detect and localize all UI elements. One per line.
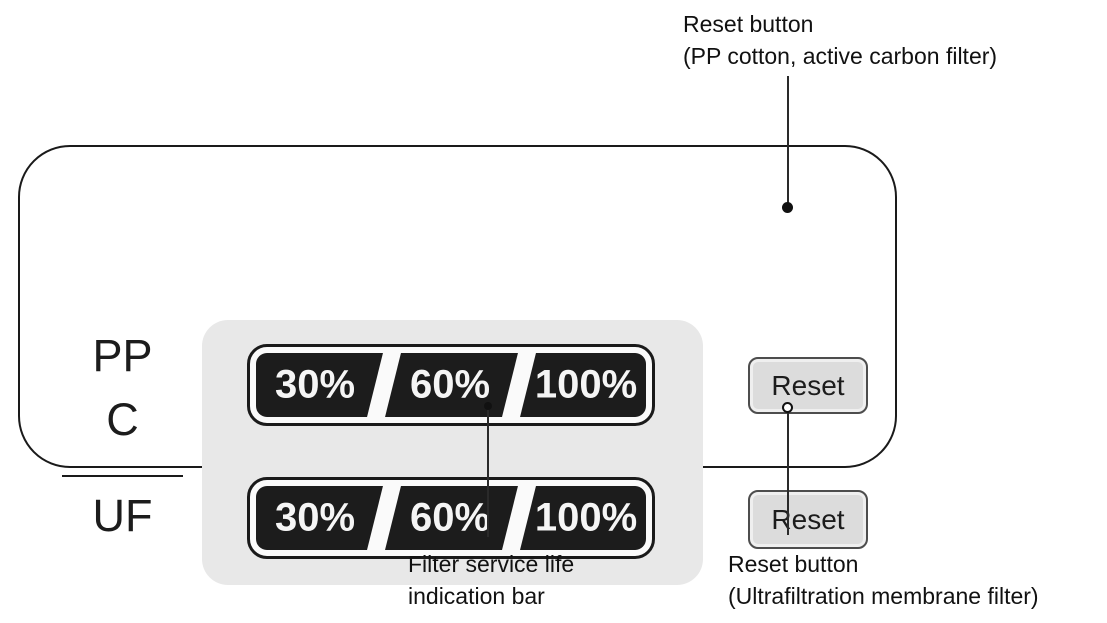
uf-life-bar-track: 30% 60% 100% bbox=[256, 486, 646, 550]
annotation-reset-uf: Reset button (Ultrafiltration membrane f… bbox=[728, 548, 1039, 612]
annotation-life-bar: Filter service life indication bar bbox=[408, 548, 574, 612]
pp-c-life-bar-track: 30% 60% 100% bbox=[256, 353, 646, 417]
uf-life-indication-bar: 30% 60% 100% bbox=[247, 477, 655, 559]
uf-segment-100: 100% bbox=[534, 495, 638, 540]
annotation-line: Reset button bbox=[683, 11, 814, 37]
control-panel: PP C UF 30% 60% 100% 30% 60% 100% bbox=[18, 145, 897, 585]
reset-button-pp-c[interactable]: Reset bbox=[748, 357, 868, 414]
leader-dot-top bbox=[782, 202, 793, 213]
uf-segment-60: 60% bbox=[409, 495, 491, 540]
pp-c-segment-30: 30% bbox=[274, 362, 356, 407]
annotation-line: Filter service life bbox=[408, 551, 575, 577]
segment-divider-icon bbox=[365, 486, 403, 550]
leader-dot-bottom-left bbox=[484, 402, 492, 410]
leader-line-bottom-right bbox=[787, 411, 789, 535]
pp-c-life-indication-bar: 30% 60% 100% bbox=[247, 344, 655, 426]
annotation-line: indication bar bbox=[408, 583, 545, 609]
segment-divider-icon bbox=[500, 353, 538, 417]
segment-divider-icon bbox=[365, 353, 403, 417]
annotation-reset-pp-c: Reset button (PP cotton, active carbon f… bbox=[683, 8, 997, 72]
leader-line-top bbox=[787, 76, 789, 208]
annotation-line: Reset button bbox=[728, 551, 859, 577]
uf-segment-30: 30% bbox=[274, 495, 356, 540]
filter-label-divider bbox=[62, 475, 183, 477]
annotation-line: (Ultrafiltration membrane filter) bbox=[728, 583, 1039, 609]
filter-label-uf: UF bbox=[92, 490, 153, 541]
pp-c-segment-60: 60% bbox=[409, 362, 491, 407]
leader-line-bottom-left bbox=[487, 406, 489, 537]
pp-c-segment-100: 100% bbox=[534, 362, 638, 407]
filter-label-c: C bbox=[106, 394, 139, 445]
reset-button-uf[interactable]: Reset bbox=[748, 490, 868, 549]
annotation-line: (PP cotton, active carbon filter) bbox=[683, 43, 998, 69]
leader-ring-bottom-right bbox=[782, 402, 793, 413]
filter-label-pp: PP bbox=[92, 330, 153, 381]
segment-divider-icon bbox=[500, 486, 538, 550]
